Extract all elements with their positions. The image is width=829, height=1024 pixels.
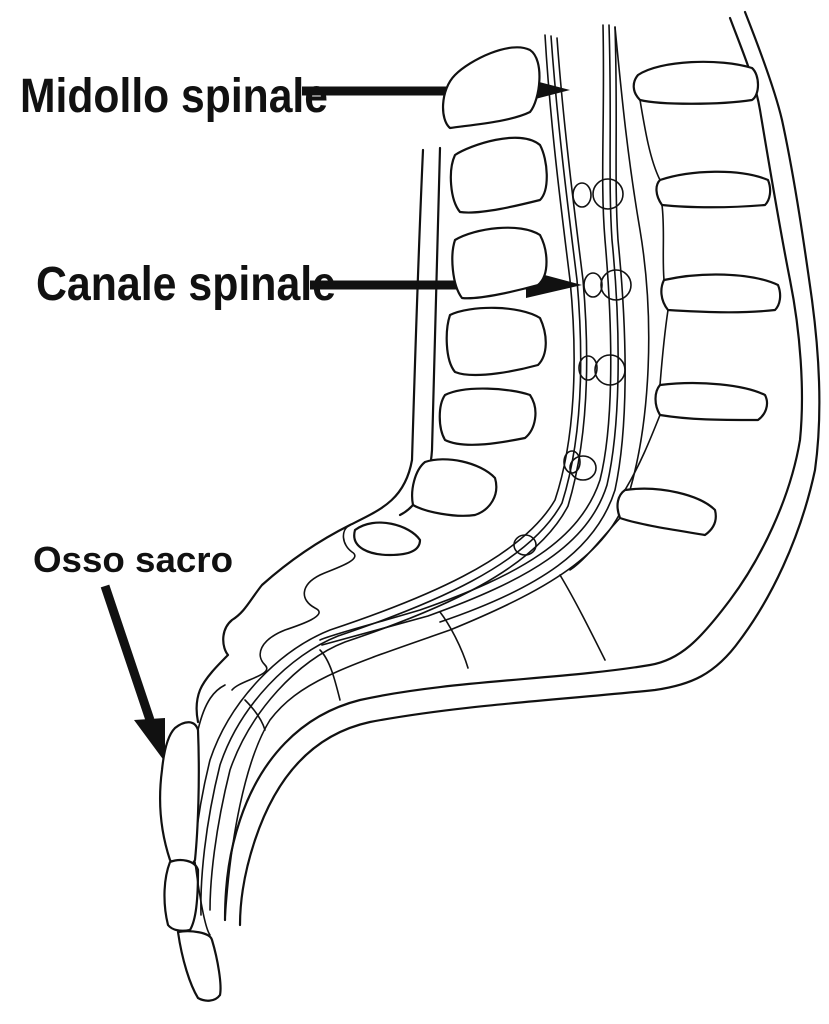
vertebrae-posterior xyxy=(353,46,548,557)
label-spinal-cord: Midollo spinale xyxy=(20,70,328,123)
foramina xyxy=(513,178,632,556)
arrow-sacrum xyxy=(100,584,165,762)
label-sacrum: Osso sacro xyxy=(33,539,233,580)
vertebrae-anterior xyxy=(223,10,821,927)
label-spinal-canal: Canale spinale xyxy=(36,258,336,311)
sacrum-coccyx xyxy=(158,684,226,1002)
